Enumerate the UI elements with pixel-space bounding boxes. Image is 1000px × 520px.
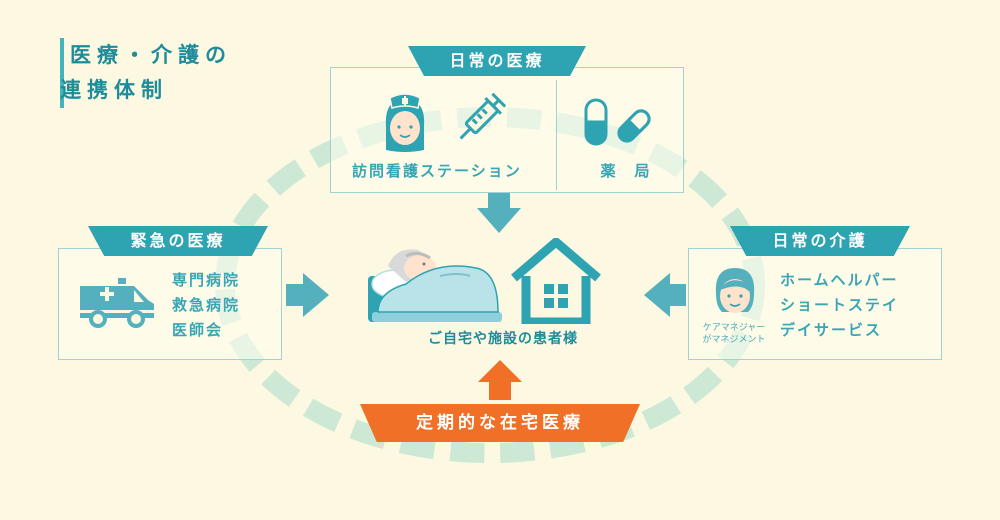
nurse-icon [385,93,425,152]
list-item: 医師会 [172,321,224,339]
daily-care-tag: 日常の介護 [730,226,910,256]
care-manager-label-line1: ケアマネジャー [702,323,766,333]
list-item: デイサービス [780,321,883,339]
daily-medical-tag: 日常の医療 [408,46,586,76]
arrow-left-icon [644,273,686,317]
syringe-icon [459,92,506,140]
regular-home-medical-tag: 定期的な在宅医療 [360,404,640,442]
page-title: 医療・介護の 連携体制 [60,38,232,108]
care-manager-label-line2: がマネジメント [702,335,766,345]
care-manager-face-icon [715,268,755,313]
emergency-medical-tag: 緊急の医療 [88,226,268,256]
capsule-icon [584,98,608,146]
care-manager-label: ケアマネジャー がマネジメント [690,322,778,346]
patient-in-bed-icon [368,249,502,322]
list-item: 救急病院 [172,296,241,314]
ambulance-icon [80,278,154,328]
pill-icon [617,109,651,143]
page-title-line1: 医療・介護の [70,43,232,67]
pharmacy-label: 薬 局 [600,162,652,180]
house-icon [511,238,601,324]
list-item: 専門病院 [172,271,241,289]
list-item: ショートステイ [780,296,900,314]
emergency-facility-list: 専門病院 救急病院 医師会 [172,268,240,343]
patient-at-home-label: ご自宅や施設の患者様 [428,331,578,347]
list-item: ホームヘルパー [780,271,899,289]
arrow-right-icon [286,273,329,317]
page-title-line2: 連携体制 [60,78,168,102]
arrow-down-icon [477,193,521,233]
visiting-nurse-station-label: 訪問看護ステーション [352,162,522,180]
care-service-list: ホームヘルパー ショートステイ デイサービス [780,268,899,343]
daily-medical-divider [556,80,557,190]
arrow-up-icon [478,360,522,400]
